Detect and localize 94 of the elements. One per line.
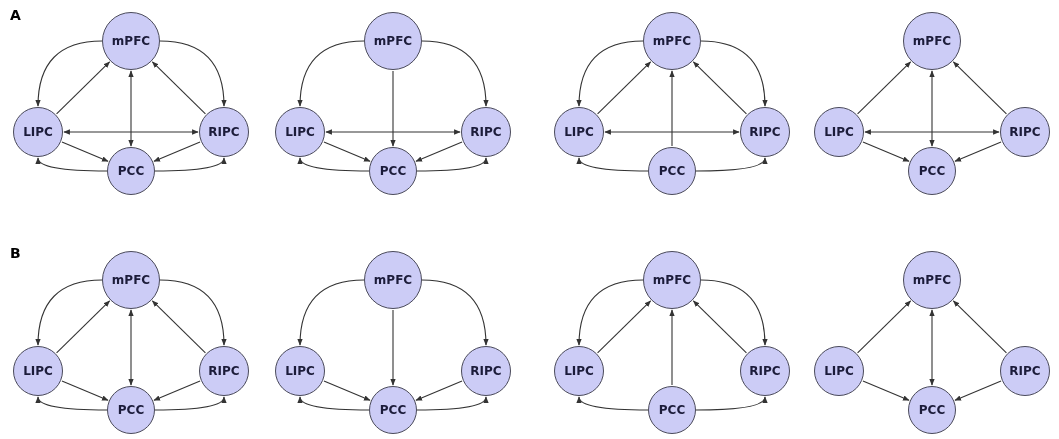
arrow bbox=[390, 70, 396, 147]
region-label: RIPC bbox=[208, 126, 240, 138]
region-label: LIPC bbox=[23, 365, 53, 377]
arrow bbox=[298, 157, 370, 172]
region-label: LIPC bbox=[824, 365, 854, 377]
arrow bbox=[576, 40, 644, 107]
arrow bbox=[862, 380, 910, 401]
region-label: PCC bbox=[658, 404, 686, 416]
arrow bbox=[695, 157, 767, 172]
arrow bbox=[692, 61, 747, 115]
region-label: RIPC bbox=[208, 365, 240, 377]
arrow bbox=[128, 70, 134, 147]
arrow bbox=[669, 70, 675, 147]
region-label: mPFC bbox=[912, 35, 952, 47]
region-label: PCC bbox=[658, 165, 686, 177]
region-label: PCC bbox=[379, 404, 407, 416]
arrow bbox=[61, 141, 109, 162]
arrow bbox=[325, 129, 461, 135]
region-label: RIPC bbox=[470, 126, 502, 138]
arrow bbox=[415, 141, 463, 162]
arrow bbox=[56, 300, 111, 354]
region-label: PCC bbox=[918, 404, 946, 416]
arrow bbox=[952, 300, 1007, 354]
region-label: LIPC bbox=[23, 126, 53, 138]
arrow bbox=[862, 141, 910, 162]
region-label: RIPC bbox=[470, 365, 502, 377]
region-label: mPFC bbox=[373, 274, 413, 286]
region-label: LIPC bbox=[285, 126, 315, 138]
region-label: LIPC bbox=[564, 365, 594, 377]
arrow bbox=[416, 396, 488, 411]
arrow bbox=[35, 40, 103, 107]
arrow bbox=[154, 396, 226, 411]
arrow bbox=[421, 279, 489, 346]
region-label: PCC bbox=[918, 165, 946, 177]
arrow bbox=[153, 380, 201, 401]
panel-letter: B bbox=[10, 246, 21, 260]
arrow bbox=[954, 141, 1002, 162]
arrow bbox=[864, 129, 1000, 135]
region-label: mPFC bbox=[373, 35, 413, 47]
arrow bbox=[390, 309, 396, 386]
region-label: RIPC bbox=[1009, 126, 1041, 138]
arrow bbox=[36, 157, 108, 172]
arrow bbox=[416, 157, 488, 172]
region-label: PCC bbox=[379, 165, 407, 177]
arrow bbox=[56, 61, 111, 115]
region-label: RIPC bbox=[749, 126, 781, 138]
region-label: mPFC bbox=[111, 35, 151, 47]
arrow bbox=[577, 157, 649, 172]
arrow bbox=[669, 309, 675, 386]
arrow bbox=[151, 61, 206, 115]
arrow bbox=[604, 129, 740, 135]
arrow bbox=[597, 61, 652, 115]
region-label: mPFC bbox=[652, 35, 692, 47]
region-label: LIPC bbox=[564, 126, 594, 138]
arrow bbox=[415, 380, 463, 401]
arrow bbox=[929, 70, 935, 147]
panel-letter: A bbox=[10, 8, 21, 22]
arrow bbox=[929, 309, 935, 386]
region-label: PCC bbox=[117, 404, 145, 416]
arrow bbox=[700, 40, 768, 107]
arrow bbox=[857, 300, 912, 354]
arrow bbox=[695, 396, 767, 411]
arrow bbox=[61, 380, 109, 401]
arrow bbox=[323, 141, 371, 162]
region-label: LIPC bbox=[285, 365, 315, 377]
region-label: mPFC bbox=[111, 274, 151, 286]
region-label: mPFC bbox=[912, 274, 952, 286]
arrow bbox=[298, 396, 370, 411]
arrow bbox=[128, 309, 134, 386]
arrow bbox=[63, 129, 199, 135]
region-label: RIPC bbox=[749, 365, 781, 377]
region-label: PCC bbox=[117, 165, 145, 177]
arrow bbox=[421, 40, 489, 107]
arrow bbox=[952, 61, 1007, 115]
arrow bbox=[154, 157, 226, 172]
arrow bbox=[36, 396, 108, 411]
region-label: mPFC bbox=[652, 274, 692, 286]
region-label: RIPC bbox=[1009, 365, 1041, 377]
arrow bbox=[576, 279, 644, 346]
arrow bbox=[954, 380, 1002, 401]
arrow bbox=[297, 279, 365, 346]
region-label: LIPC bbox=[824, 126, 854, 138]
arrow bbox=[857, 61, 912, 115]
arrow bbox=[323, 380, 371, 401]
arrow bbox=[597, 300, 652, 354]
arrow bbox=[159, 279, 227, 346]
arrow bbox=[692, 300, 747, 354]
arrow bbox=[35, 279, 103, 346]
arrow bbox=[297, 40, 365, 107]
arrow bbox=[151, 300, 206, 354]
arrow bbox=[153, 141, 201, 162]
arrow bbox=[159, 40, 227, 107]
arrow bbox=[700, 279, 768, 346]
arrow bbox=[577, 396, 649, 411]
